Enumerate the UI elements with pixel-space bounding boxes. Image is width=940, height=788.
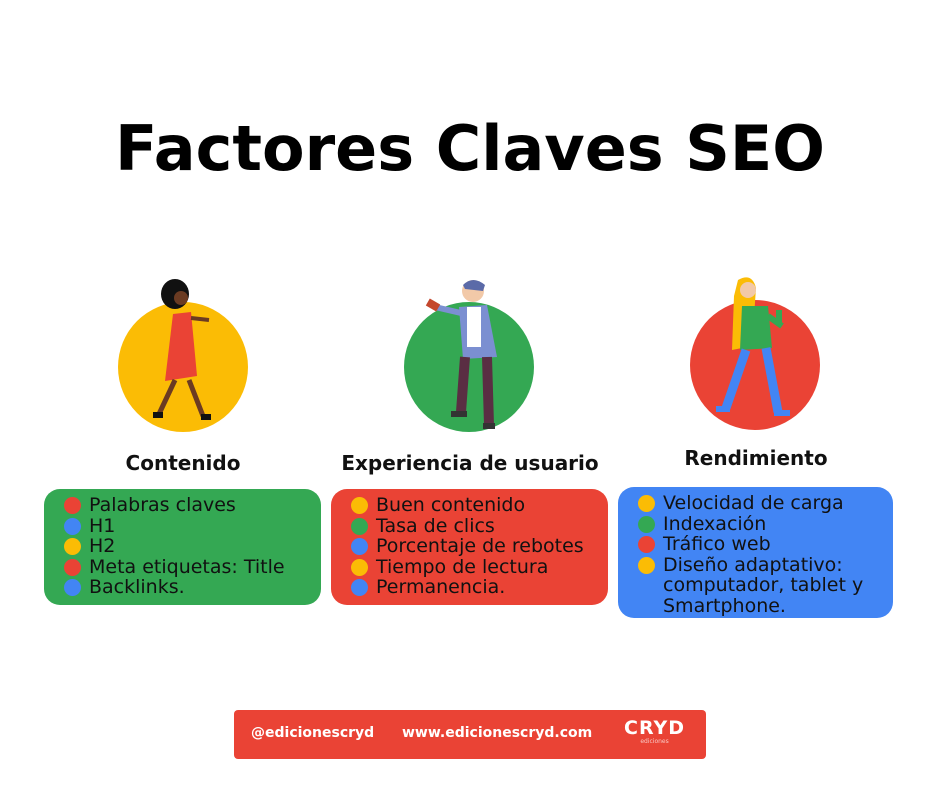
list-item: Permanencia. [351,577,598,598]
list-item: H1 [64,515,311,537]
bullet-icon [64,538,81,555]
social-handle: @edicionescryd [251,725,375,741]
experiencia-box: Buen contenido Tasa de clics Porcentaje … [331,489,608,605]
man-with-tablet-illustration [425,280,497,429]
column-label-contenido: Contenido [125,451,241,475]
list-item: Tasa de clics [351,515,598,537]
list-item: Tiempo de lectura [351,556,598,578]
rendimiento-box: Velocidad de carga Indexación Tráfico we… [618,487,893,618]
bullet-icon [64,579,81,596]
column-label-rendimiento: Rendimiento [684,446,828,470]
list-item: Porcentaje de rebotes [351,536,598,557]
list-item: Indexación [638,513,883,535]
list-item: Backlinks. [64,577,311,598]
list-item: H2 [64,536,311,557]
bullet-icon [351,538,368,555]
bullet-icon [64,517,81,535]
list-item: Buen contenido [351,495,598,516]
list-item: Velocidad de carga [638,493,883,514]
bullet-icon [638,536,655,553]
list-item: Tráfico web [638,534,883,555]
woman-with-phone-illustration [716,277,790,416]
bullet-icon [351,558,368,576]
bullet-icon [638,495,655,512]
column-label-experiencia: Experiencia de usuario [341,451,599,475]
list-item: Meta etiquetas: Title [64,556,311,578]
bullet-icon [64,558,81,576]
woman-walking-illustration [153,279,211,420]
bullet-icon [638,556,655,574]
contenido-box: Palabras claves H1 H2 Meta etiquetas: Ti… [44,489,321,605]
bullet-icon [351,579,368,596]
website-link[interactable]: www.edicionescryd.com [402,725,593,741]
bullet-icon [64,497,81,514]
cryd-logo: CRYD ediciones [624,717,686,745]
list-item: Diseño adaptativo: computador, tablet y … [638,554,883,617]
bullet-icon [351,497,368,514]
bullet-icon [351,517,368,535]
page-title: Factores Claves SEO [115,112,825,185]
bullet-icon [638,515,655,533]
list-item: Palabras claves [64,495,311,516]
footer-banner: @edicionescryd www.edicionescryd.com CRY… [234,710,706,759]
